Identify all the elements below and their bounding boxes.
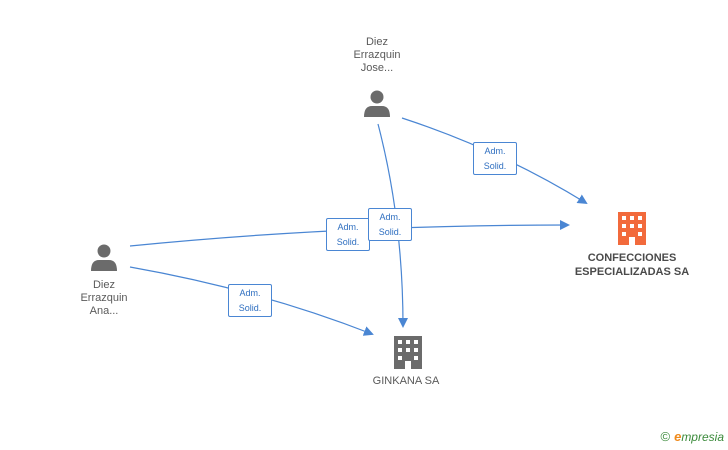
role-badge[interactable]: Adm. Solid. [228,284,272,317]
person-label[interactable]: Diez Errazquin Ana... [62,279,146,318]
role-badge-line: Adm. [379,212,401,222]
person-name-line: Diez [92,279,115,291]
person-icon[interactable] [364,90,390,118]
building-icon[interactable] [394,336,422,369]
person-label[interactable]: Diez Errazquin Jose... [335,36,419,75]
building-icon[interactable] [618,212,646,245]
role-badge-line: Adm. [239,288,261,298]
role-badge[interactable]: Adm. Solid. [368,208,412,241]
role-badge[interactable]: Adm. Solid. [326,218,370,251]
role-badge-line: Solid. [378,227,402,237]
company-label[interactable]: GINKANA SA [358,375,454,388]
role-badge-line: Solid. [336,237,360,247]
person-icon[interactable] [91,244,117,272]
person-name-line: Diez [365,36,388,48]
role-badge[interactable]: Adm. Solid. [473,142,517,175]
person-name-line: Jose... [360,62,394,74]
company-label[interactable]: CONFECCIONES ESPECIALIZADAS SA [562,251,702,279]
empresia-watermark: ©empresia [660,429,724,444]
brand-name: mpresia [681,430,724,444]
company-name-line: CONFECCIONES [587,252,677,264]
role-badge-line: Adm. [337,222,359,232]
person-name-line: Errazquin [353,49,401,61]
company-name: GINKANA SA [372,375,440,387]
brand-initial: e [674,429,682,444]
person-name-line: Ana... [89,305,119,317]
role-badge-line: Adm. [484,146,506,156]
role-badge-line: Solid. [238,303,262,313]
person-name-line: Errazquin [80,292,128,304]
role-badge-line: Solid. [483,161,507,171]
company-name-line: ESPECIALIZADAS SA [574,266,690,278]
copyright-symbol: © [660,429,671,444]
